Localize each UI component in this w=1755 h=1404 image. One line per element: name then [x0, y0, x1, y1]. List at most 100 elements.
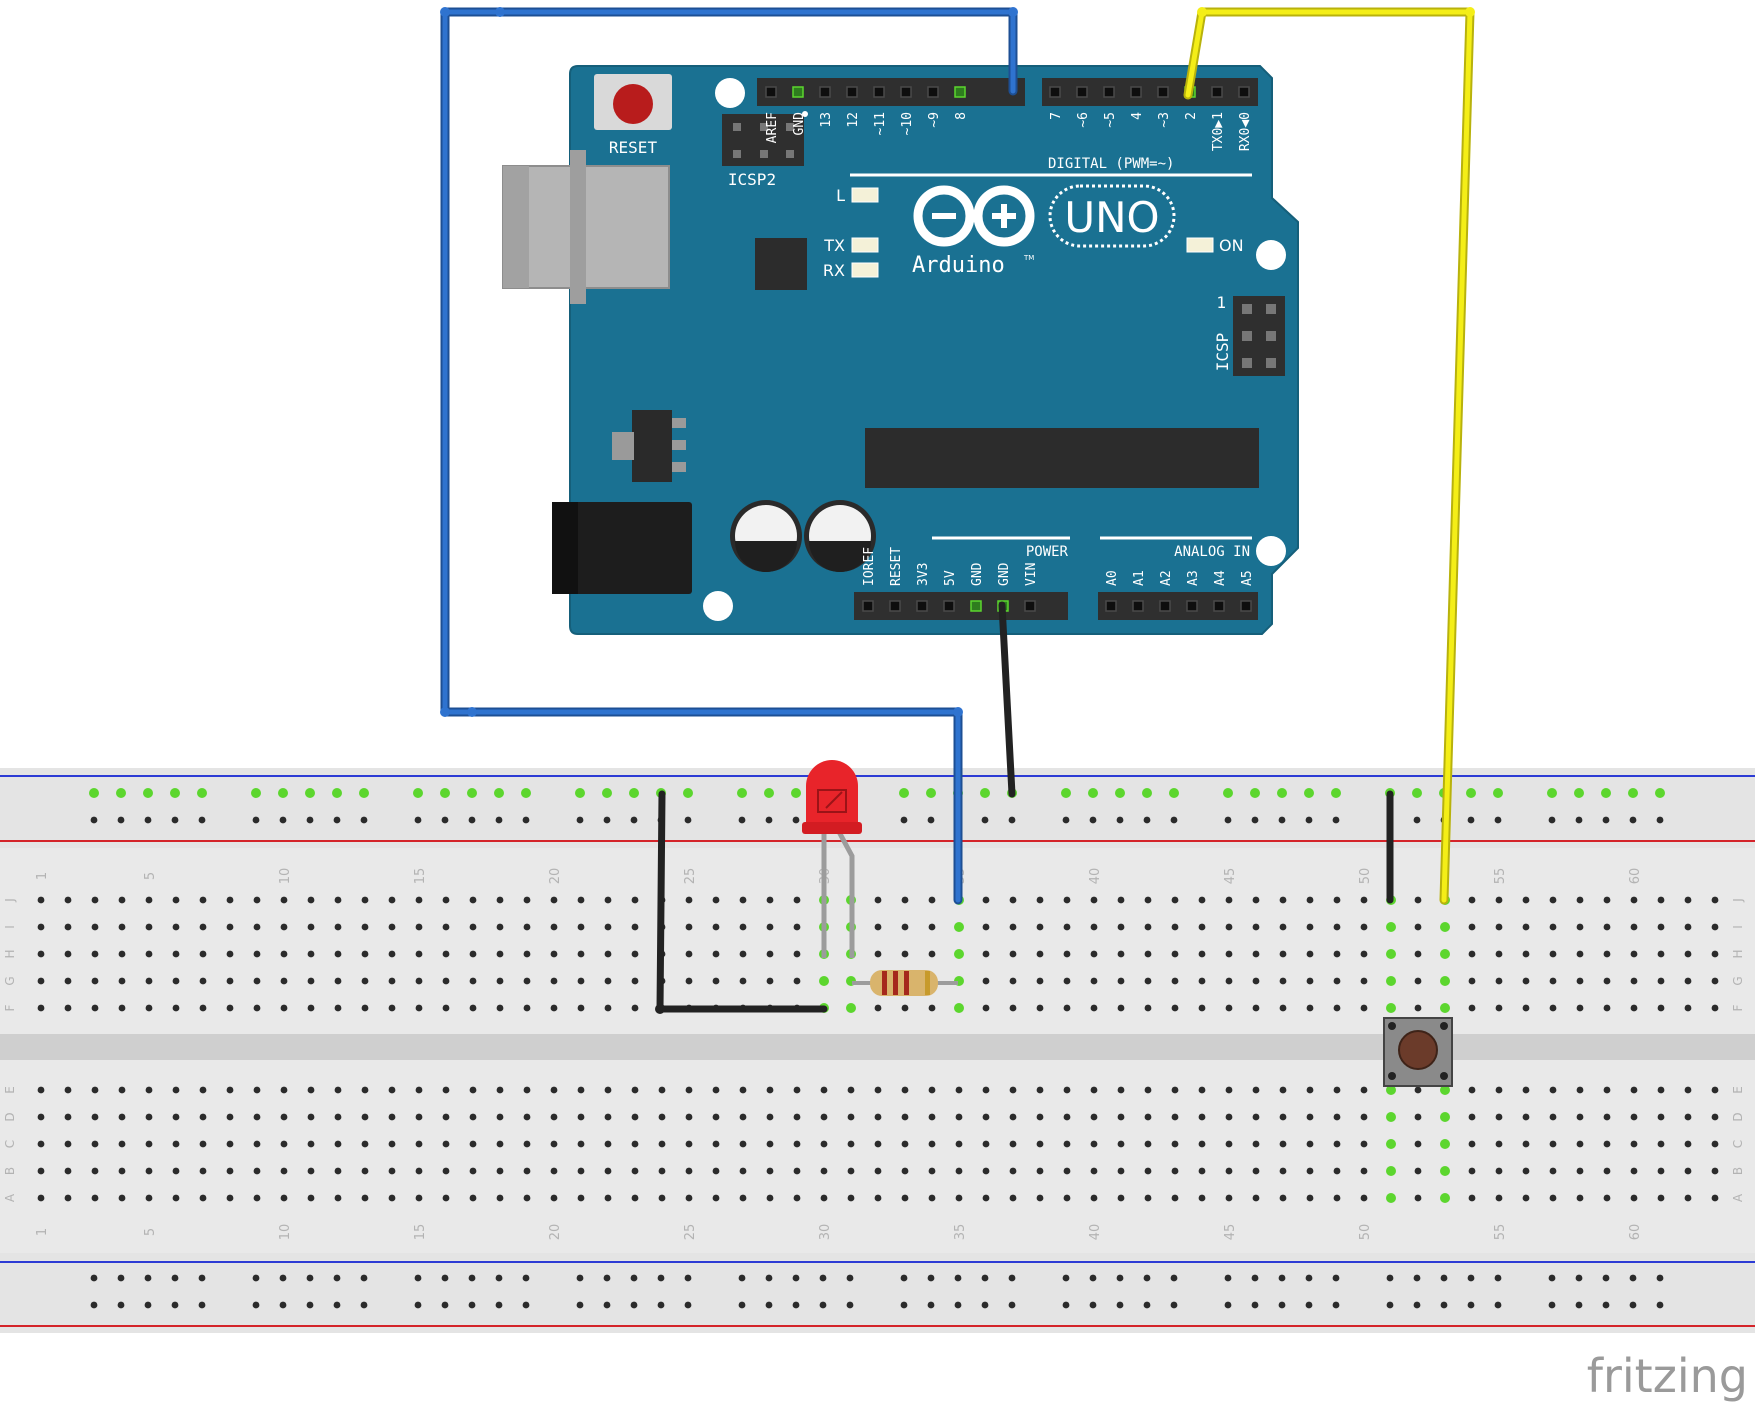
breadboard-hole — [1603, 1194, 1611, 1202]
breadboard-hole — [1711, 1194, 1719, 1202]
breadboard-hole — [1306, 1194, 1314, 1202]
rail-hole — [1466, 788, 1476, 798]
pushbutton[interactable] — [1383, 1017, 1453, 1087]
icsp-header — [1233, 296, 1285, 376]
reset-button[interactable] — [594, 74, 672, 130]
breadboard-hole — [226, 896, 234, 904]
row-letter: B — [3, 1167, 17, 1175]
breadboard-hole — [766, 1167, 774, 1175]
rail-hole — [359, 788, 369, 798]
breadboard-hole — [1386, 949, 1396, 959]
led-l-label: L — [836, 186, 845, 205]
breadboard-hole — [280, 1004, 288, 1012]
breadboard-hole — [361, 1086, 369, 1094]
breadboard-hole — [361, 923, 369, 931]
header-pin — [1240, 600, 1252, 612]
breadboard-hole — [1360, 1167, 1368, 1175]
breadboard-hole — [388, 1004, 396, 1012]
header-pin — [1105, 600, 1117, 612]
breadboard-hole — [1333, 1113, 1341, 1121]
breadboard-hole — [1171, 896, 1179, 904]
breadboard-hole — [1279, 1004, 1287, 1012]
rail-hole — [765, 1274, 773, 1282]
wire-bendpoints-black — [655, 1004, 665, 1014]
breadboard-hole — [1009, 1140, 1017, 1148]
breadboard-hole — [577, 1113, 585, 1121]
breadboard-hole — [793, 1194, 801, 1202]
breadboard-hole — [91, 1004, 99, 1012]
breadboard-hole — [1306, 896, 1314, 904]
breadboard-hole — [846, 1003, 856, 1013]
rail-hole — [684, 1274, 692, 1282]
breadboard-hole — [1198, 1113, 1206, 1121]
breadboard-hole — [415, 923, 423, 931]
breadboard-hole — [280, 1140, 288, 1148]
rail-hole — [603, 1274, 611, 1282]
rail-hole — [117, 1301, 125, 1309]
breadboard-hole — [954, 1003, 964, 1013]
led-die — [817, 789, 847, 813]
breadboard-hole — [199, 1004, 207, 1012]
breadboard-hole — [658, 1194, 666, 1202]
breadboard-hole — [577, 1140, 585, 1148]
breadboard-hole — [550, 1086, 558, 1094]
breadboard-hole — [1440, 949, 1450, 959]
breadboard-hole — [118, 1140, 126, 1148]
breadboard-hole — [793, 1140, 801, 1148]
breadboard-hole — [766, 923, 774, 931]
breadboard-hole — [1657, 950, 1665, 958]
rail-hole — [468, 1274, 476, 1282]
icsp-label: ICSP — [1213, 333, 1232, 372]
pin-label: ~5 — [1103, 112, 1118, 128]
breadboard-hole — [1090, 1004, 1098, 1012]
rail-hole — [1547, 788, 1557, 798]
breadboard-hole — [253, 1113, 261, 1121]
breadboard-hole — [685, 1140, 693, 1148]
column-number: 45 — [1223, 868, 1238, 885]
breadboard-hole — [631, 1194, 639, 1202]
rail-hole — [737, 788, 747, 798]
rail-hole — [900, 1301, 908, 1309]
breadboard-hole — [928, 1140, 936, 1148]
breadboard-hole — [1414, 1194, 1422, 1202]
led-l — [851, 187, 879, 203]
breadboard-hole — [928, 1113, 936, 1121]
breadboard-hole — [1063, 1140, 1071, 1148]
terminal-strip-top — [0, 848, 1755, 1034]
breadboard-hole — [1279, 950, 1287, 958]
breadboard-hole — [1414, 896, 1422, 904]
breadboard-hole — [1522, 1113, 1530, 1121]
rail-hole — [1170, 816, 1178, 824]
rail-hole — [980, 788, 990, 798]
breadboard-hole — [739, 923, 747, 931]
breadboard-hole — [64, 1004, 72, 1012]
breadboard-hole — [1333, 950, 1341, 958]
rail-hole — [1061, 788, 1071, 798]
breadboard-hole — [928, 1086, 936, 1094]
rail-hole — [252, 1274, 260, 1282]
board-pcb — [569, 65, 1299, 635]
breadboard-hole — [496, 1140, 504, 1148]
breadboard-hole — [307, 923, 315, 931]
breadboard-hole — [954, 949, 964, 959]
breadboard-hole — [1306, 977, 1314, 985]
breadboard-hole — [1117, 1004, 1125, 1012]
rail-hole — [1655, 788, 1665, 798]
breadboard-labels: 1155101015152020252530303535404045455050… — [3, 868, 1745, 1241]
rail-hole — [1574, 788, 1584, 798]
breadboard-hole — [91, 1194, 99, 1202]
breadboard-hole — [1468, 1140, 1476, 1148]
rail-hole — [197, 788, 207, 798]
rail-hole — [413, 788, 423, 798]
breadboard-hole — [442, 1140, 450, 1148]
column-number: 30 — [818, 1224, 833, 1241]
pin-label: ~3 — [1157, 112, 1172, 128]
rail-hole — [981, 1274, 989, 1282]
breadboard-hole — [64, 1113, 72, 1121]
breadboard-hole — [334, 1194, 342, 1202]
breadboard-hole — [1576, 1113, 1584, 1121]
breadboard-hole — [1009, 896, 1017, 904]
rail-hole — [1656, 1301, 1664, 1309]
rail-hole — [360, 1274, 368, 1282]
